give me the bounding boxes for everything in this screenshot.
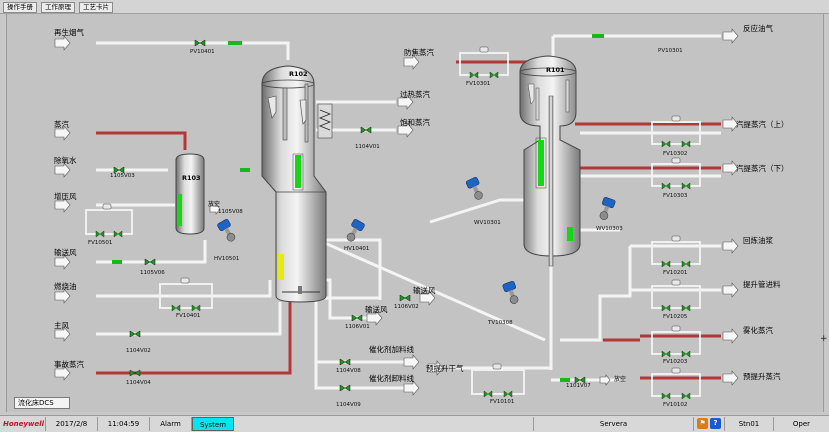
valve-tag[interactable]: 1106V01 bbox=[345, 324, 370, 330]
actuated-valves bbox=[217, 176, 616, 304]
valve-tag[interactable]: TV10308 bbox=[488, 320, 513, 326]
valve-tag[interactable]: 1104V09 bbox=[336, 402, 361, 408]
tab-operation-manual[interactable]: 操作手册 bbox=[3, 2, 37, 13]
stream-superheat-steam: 过热蒸汽 bbox=[400, 90, 430, 99]
stream-main-air: 主风 bbox=[54, 321, 69, 330]
status-date: 2017/2/8 bbox=[46, 417, 98, 431]
valve-tag[interactable]: 1104V08 bbox=[336, 368, 361, 374]
valve-tag[interactable]: FV10102 bbox=[663, 402, 688, 408]
stream-regen-flue: 再生烟气 bbox=[54, 28, 84, 37]
status-mode: Oper bbox=[792, 420, 811, 428]
r102-vessel[interactable] bbox=[261, 65, 327, 303]
r102-coil bbox=[317, 103, 333, 139]
help-icon[interactable]: ? bbox=[710, 418, 721, 429]
valve-tag[interactable]: FV10201 bbox=[663, 270, 688, 276]
system-button[interactable]: System bbox=[192, 417, 234, 431]
stream-transport-air: 输送风 bbox=[54, 248, 77, 257]
stream-boost-air: 增压风 bbox=[54, 192, 77, 201]
stream-strip-steam-lower: 汽提蒸汽（下） bbox=[736, 164, 789, 173]
r102-upper-level-bar bbox=[295, 155, 301, 188]
pipe-fittings bbox=[112, 34, 604, 382]
status-time: 11:04:59 bbox=[98, 417, 150, 431]
valve-tag[interactable]: PV10401 bbox=[190, 49, 215, 55]
process-canvas bbox=[6, 14, 824, 412]
status-server: Servera bbox=[534, 417, 694, 431]
stream-strip-steam-upper: 汽提蒸汽（上） bbox=[736, 120, 789, 129]
brand-logo: Honeywell bbox=[0, 417, 46, 431]
valve-tag[interactable]: FV10302 bbox=[663, 151, 688, 157]
r101-lower-level-bar bbox=[567, 227, 573, 241]
stream-fuel-oil: 燃烧油 bbox=[54, 282, 77, 291]
valve-tag[interactable]: FV10205 bbox=[663, 314, 688, 320]
r102-lower-level-bar bbox=[278, 254, 284, 280]
valve-tag[interactable]: 1104V04 bbox=[126, 380, 151, 386]
r103-level-bar bbox=[177, 194, 182, 226]
bypass-valves bbox=[95, 71, 691, 400]
valve-tag[interactable]: FV10301 bbox=[466, 81, 491, 87]
valve-tag[interactable]: 1101V07 bbox=[566, 383, 591, 389]
tab-working-principle[interactable]: 工作原理 bbox=[41, 2, 75, 13]
r103-label: R103 bbox=[182, 174, 201, 182]
status-message bbox=[234, 417, 534, 431]
valve-tag[interactable]: PV10301 bbox=[658, 48, 683, 54]
valve-tag[interactable]: 1106V02 bbox=[394, 304, 419, 310]
screen-name[interactable]: 流化床DCS bbox=[14, 397, 70, 409]
r101-label: R101 bbox=[546, 66, 565, 74]
valve-tag[interactable]: 1105V03 bbox=[110, 173, 135, 179]
stream-reaction-oil-gas: 反应油气 bbox=[743, 24, 773, 33]
status-bar: Honeywell 2017/2/8 11:04:59 Alarm System… bbox=[0, 415, 829, 432]
r103-vessel[interactable] bbox=[175, 153, 205, 235]
valve-tag[interactable]: WV10303 bbox=[596, 226, 623, 232]
valve-tag[interactable]: FV10401 bbox=[176, 313, 201, 319]
stream-catalyst-unload: 催化剂卸料线 bbox=[369, 374, 414, 383]
vent-label-2: 放空 bbox=[614, 376, 627, 383]
status-station: Stn01 bbox=[724, 417, 774, 431]
valve-tag[interactable]: WV10301 bbox=[474, 220, 501, 226]
stream-atomize-steam: 雾化蒸汽 bbox=[743, 326, 773, 335]
valve-tag[interactable]: FV10501 bbox=[88, 240, 113, 246]
stream-steam: 蒸汽 bbox=[54, 120, 69, 129]
stream-recycle-slurry: 回炼油浆 bbox=[743, 236, 773, 245]
valve-tag[interactable]: 1104V02 bbox=[126, 348, 151, 354]
r101-upper-level-bar bbox=[538, 140, 544, 186]
crosshair-cursor-icon: + bbox=[820, 334, 828, 344]
valve-tag[interactable]: FV10203 bbox=[663, 359, 688, 365]
stream-riser-feed: 提升管进料 bbox=[743, 280, 781, 289]
bypass-stations bbox=[85, 52, 701, 397]
manual-valves bbox=[113, 39, 586, 392]
valve-tag[interactable]: FV10101 bbox=[490, 399, 515, 405]
stream-coke-steam: 防焦蒸汽 bbox=[404, 48, 434, 57]
stream-prelift-dry-gas: 预提升干气 bbox=[426, 364, 464, 373]
control-valve-actuators bbox=[102, 46, 681, 374]
valve-tag[interactable]: FV10303 bbox=[663, 193, 688, 199]
stream-emergency-steam: 事故蒸汽 bbox=[54, 360, 84, 369]
alarm-button[interactable]: Alarm bbox=[150, 417, 192, 431]
valve-tag[interactable]: 1105V08 bbox=[218, 209, 243, 215]
r101-vessel[interactable] bbox=[519, 55, 581, 267]
stream-sat-steam: 饱和蒸汽 bbox=[400, 118, 430, 127]
valve-tag[interactable]: HV10401 bbox=[344, 246, 370, 252]
valve-tag[interactable]: 1105V06 bbox=[140, 270, 165, 276]
r102-label: R102 bbox=[289, 70, 308, 78]
stream-arrows bbox=[54, 28, 739, 396]
stream-transport-air-3: 输送风 bbox=[365, 305, 388, 314]
valve-tag[interactable]: HV10501 bbox=[214, 256, 240, 262]
vent-label-1: 放空 bbox=[208, 201, 221, 208]
flag-icon[interactable]: ⚑ bbox=[697, 418, 708, 429]
tab-bar: 操作手册 工作原理 工艺卡片 bbox=[0, 0, 829, 14]
tab-process-card[interactable]: 工艺卡片 bbox=[79, 2, 113, 13]
valve-tag[interactable]: 1104V01 bbox=[355, 144, 380, 150]
stream-deoxy-water: 除氧水 bbox=[54, 156, 77, 165]
stream-prelift-steam: 预提升蒸汽 bbox=[743, 372, 781, 381]
stream-catalyst-feed: 催化剂加料线 bbox=[369, 345, 414, 354]
stream-transport-air-2: 输送风 bbox=[413, 286, 436, 295]
